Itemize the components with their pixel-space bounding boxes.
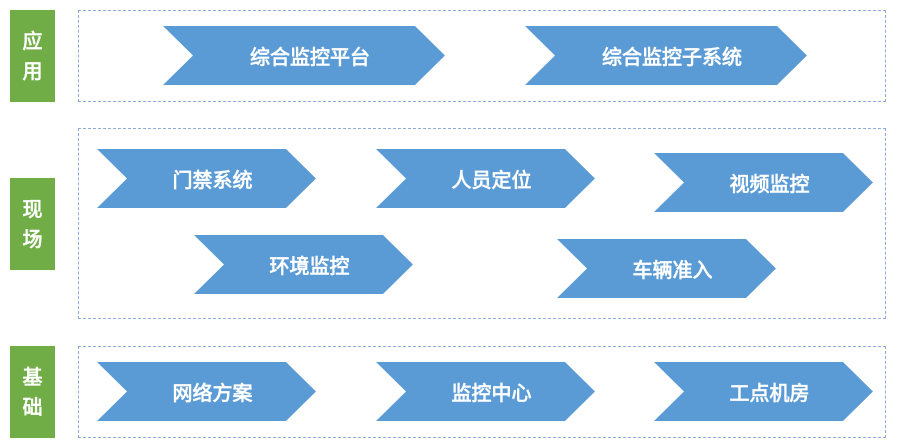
layer-label-char: 础 [22, 395, 43, 419]
module-label: 监控中心 [451, 381, 532, 405]
module-label: 综合监控子系统 [602, 45, 742, 69]
module-video-surveillance[interactable]: 视频监控 [654, 153, 873, 212]
layer-label-application: 应 用 [10, 10, 55, 102]
layer-panel-site [78, 128, 886, 319]
layer-label-char: 应 [22, 29, 43, 53]
module-environment-monitoring[interactable]: 环境监控 [194, 235, 413, 294]
module-label: 视频监控 [729, 172, 810, 196]
module-label: 工点机房 [729, 381, 810, 405]
layer-label-char: 用 [22, 59, 43, 83]
module-work-site-server-room[interactable]: 工点机房 [654, 362, 873, 421]
module-label: 综合监控平台 [250, 45, 370, 69]
module-label: 车辆准入 [632, 258, 713, 282]
module-integrated-monitoring-platform[interactable]: 综合监控平台 [163, 26, 445, 85]
module-personnel-positioning[interactable]: 人员定位 [376, 149, 595, 208]
layer-label-char: 现 [22, 197, 43, 221]
module-label: 网络方案 [172, 381, 253, 405]
module-monitoring-center[interactable]: 监控中心 [376, 362, 595, 421]
module-label: 人员定位 [451, 168, 532, 192]
module-label: 门禁系统 [172, 168, 253, 192]
module-network-solution[interactable]: 网络方案 [97, 362, 316, 421]
layer-label-char: 基 [22, 365, 43, 389]
module-integrated-monitoring-subsystem[interactable]: 综合监控子系统 [525, 26, 807, 85]
layer-label-site: 现 场 [10, 178, 55, 270]
module-vehicle-access[interactable]: 车辆准入 [557, 239, 776, 298]
module-label: 环境监控 [269, 254, 350, 278]
layer-panel-application [78, 10, 886, 102]
layer-panel-infrastructure [78, 346, 886, 438]
layer-label-infrastructure: 基 础 [10, 346, 55, 438]
layer-label-char: 场 [22, 227, 43, 251]
module-access-control[interactable]: 门禁系统 [97, 149, 316, 208]
